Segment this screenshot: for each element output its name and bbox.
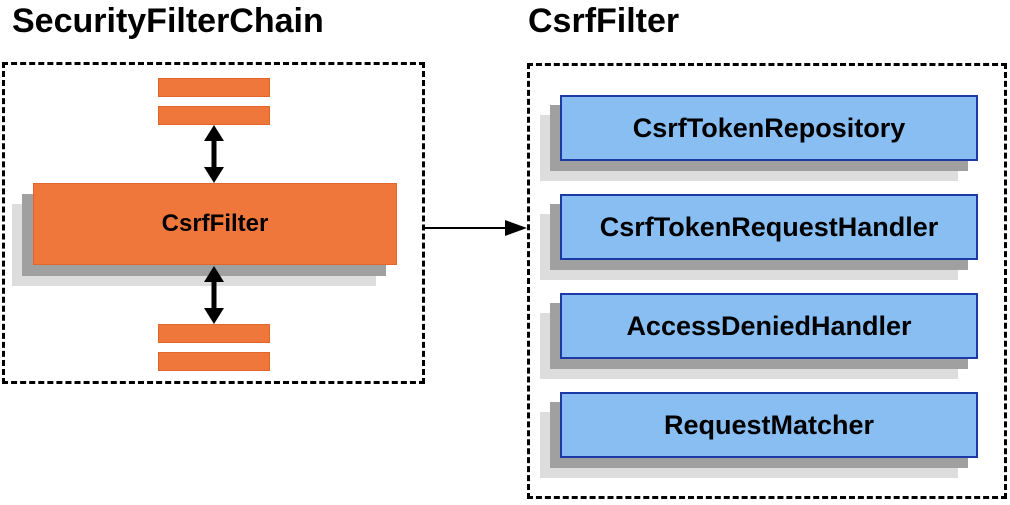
- filter-bar: [158, 352, 270, 371]
- security-filter-chain-box: [2, 62, 425, 384]
- filter-bar: [158, 106, 270, 125]
- component-request-matcher: RequestMatcher: [560, 392, 978, 458]
- filter-bar: [158, 78, 270, 97]
- component-label: AccessDeniedHandler: [626, 310, 912, 341]
- double-headed-vertical-arrow-icon: [202, 266, 226, 324]
- component-csrf-token-repository: CsrfTokenRepository: [560, 95, 978, 161]
- csrf-filter-title: CsrfFilter: [528, 2, 680, 40]
- component-label: CsrfTokenRequestHandler: [599, 211, 939, 242]
- csrf-filter-node: CsrfFilter: [33, 183, 397, 265]
- right-arrow-icon: [425, 218, 527, 238]
- csrf-filter-node-label: CsrfFilter: [161, 210, 269, 237]
- double-headed-vertical-arrow-icon: [202, 125, 226, 183]
- component-label: RequestMatcher: [663, 409, 875, 440]
- filter-bar: [158, 324, 270, 343]
- security-filter-chain-title: SecurityFilterChain: [12, 2, 324, 40]
- component-access-denied-handler: AccessDeniedHandler: [560, 293, 978, 359]
- component-csrf-token-request-handler: CsrfTokenRequestHandler: [560, 194, 978, 260]
- csrf-filter-detail-box: [527, 63, 1007, 499]
- component-label: CsrfTokenRepository: [632, 112, 906, 143]
